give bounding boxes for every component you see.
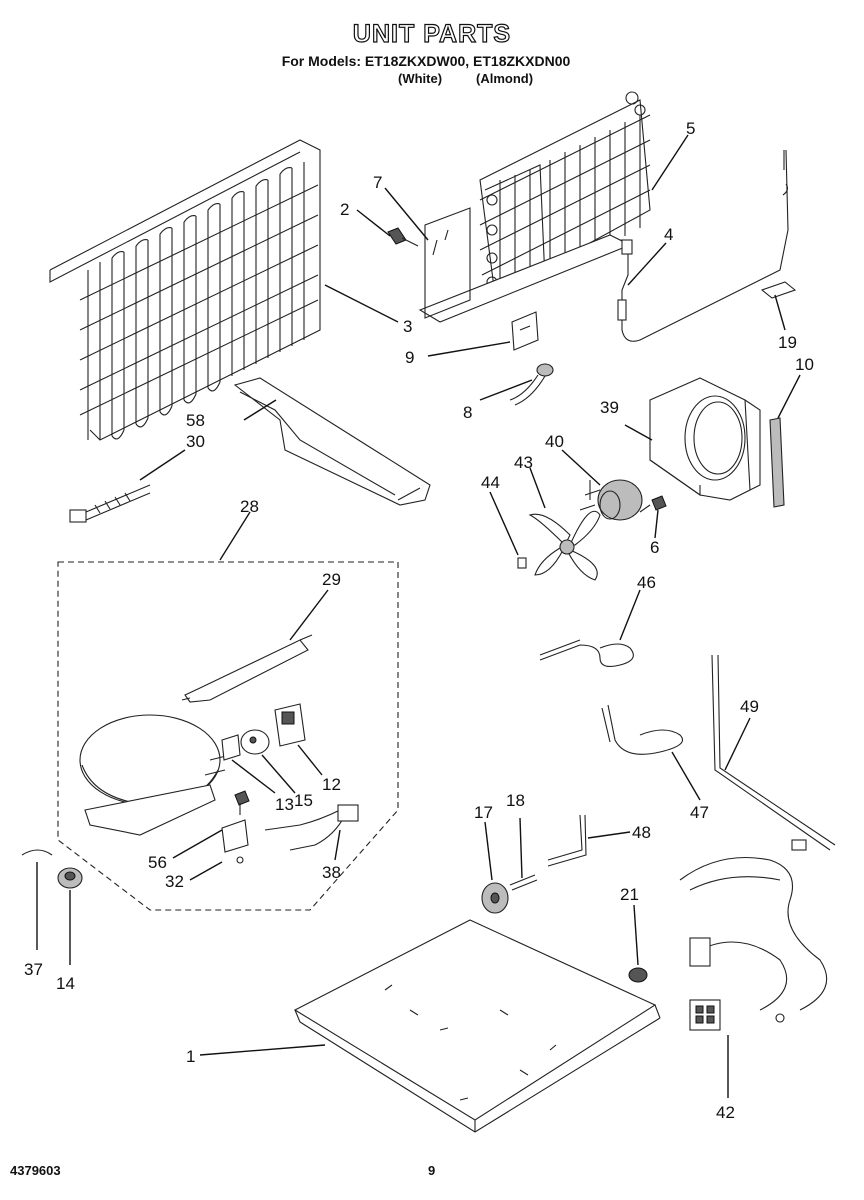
part-compressor — [79, 714, 231, 836]
part-nut — [628, 967, 648, 983]
part-tie-strap — [69, 484, 151, 523]
part-tube-49 — [711, 654, 836, 851]
compressor-group-outline — [57, 561, 399, 911]
part-tube-48 — [547, 814, 587, 867]
callout-8: 8 — [463, 403, 472, 422]
callout-58: 58 — [186, 411, 205, 430]
part-strip — [769, 417, 785, 508]
callout-30: 30 — [186, 432, 205, 451]
callout-10: 10 — [795, 355, 814, 374]
part-drier — [181, 634, 313, 703]
part-clip — [511, 311, 539, 351]
doc-number: 4379603 — [10, 1163, 61, 1178]
part-clip-37 — [21, 849, 53, 856]
callout-12: 12 — [322, 775, 341, 794]
part-grommet — [57, 867, 83, 889]
part-fan-blade — [517, 510, 601, 581]
part-bolt — [509, 874, 538, 891]
part-relay — [274, 703, 306, 747]
part-screw-56 — [234, 790, 250, 815]
callout-42: 42 — [716, 1103, 735, 1122]
model-numbers: For Models: ET18ZKXDW00, ET18ZKXDN00 — [281, 53, 571, 69]
part-tube-46 — [539, 643, 634, 667]
part-fan-motor — [579, 479, 643, 521]
color-almond-label: (Almond) — [476, 71, 534, 86]
callout-38: 38 — [322, 863, 341, 882]
callout-6: 6 — [650, 538, 659, 557]
callout-39: 39 — [600, 398, 619, 417]
callout-43: 43 — [514, 453, 533, 472]
part-relay-cover — [221, 734, 241, 761]
callout-1: 1 — [186, 1047, 195, 1066]
part-base-pan — [293, 919, 661, 1133]
callout-9: 9 — [405, 348, 414, 367]
page-title: UNIT PARTS — [352, 19, 512, 48]
part-caster — [481, 882, 509, 914]
callout-46: 46 — [637, 573, 656, 592]
color-white-label: (White) — [398, 71, 443, 86]
part-screw-6 — [639, 495, 667, 513]
part-drain-pan — [233, 377, 431, 506]
callout-2: 2 — [340, 200, 349, 219]
part-evaporator-coil — [49, 139, 321, 441]
callout-40: 40 — [545, 432, 564, 451]
callout-14: 14 — [56, 974, 75, 993]
callout-21: 21 — [620, 885, 639, 904]
callout-28: 28 — [240, 497, 259, 516]
part-screw — [387, 227, 419, 247]
part-capacitor — [221, 819, 249, 864]
part-sensor-wire — [617, 149, 789, 342]
callout-4: 4 — [664, 225, 673, 244]
callout-56: 56 — [148, 853, 167, 872]
callout-13: 13 — [275, 795, 294, 814]
callout-labels: 7 2 5 4 3 9 19 10 8 39 58 30 40 43 44 6 … — [24, 119, 814, 1122]
callout-49: 49 — [740, 697, 759, 716]
part-condenser — [418, 91, 651, 323]
page-number: 9 — [428, 1163, 436, 1178]
callout-47: 47 — [690, 803, 709, 822]
leader-lines — [36, 134, 801, 1098]
part-overload — [240, 729, 270, 755]
part-tube-47 — [607, 704, 684, 755]
part-wiring-harness — [679, 839, 828, 1031]
part-plug — [509, 363, 554, 406]
part-fan-shroud — [649, 377, 761, 501]
part-clip-19 — [760, 281, 797, 299]
callout-7: 7 — [373, 173, 382, 192]
callout-37: 37 — [24, 960, 43, 979]
callout-17: 17 — [474, 803, 493, 822]
callout-32: 32 — [165, 872, 184, 891]
callout-5: 5 — [686, 119, 695, 138]
callout-15: 15 — [294, 791, 313, 810]
callout-44: 44 — [481, 473, 500, 492]
callout-18: 18 — [506, 791, 525, 810]
callout-29: 29 — [322, 570, 341, 589]
part-power-cord — [264, 804, 359, 851]
callout-48: 48 — [632, 823, 651, 842]
callout-3: 3 — [403, 317, 412, 336]
callout-19: 19 — [778, 333, 797, 352]
